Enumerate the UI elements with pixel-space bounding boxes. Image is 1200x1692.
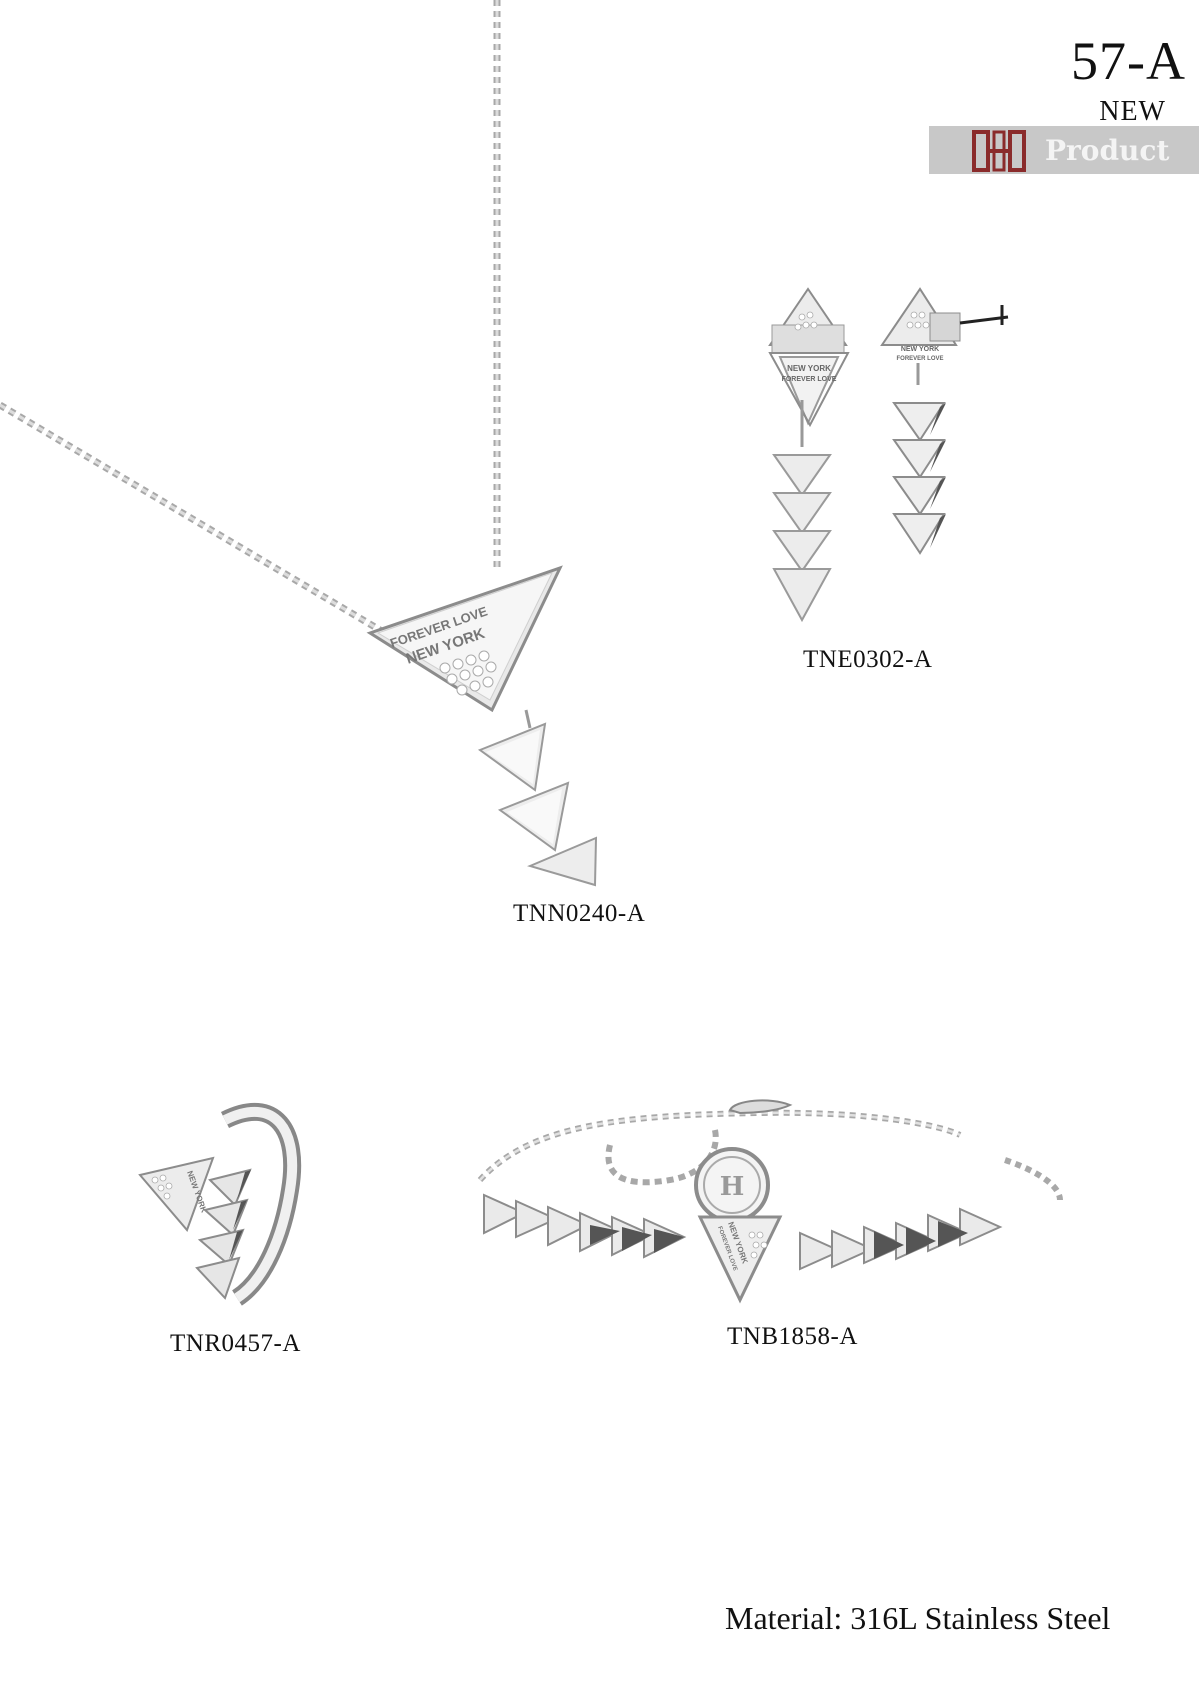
svg-text:H: H: [720, 1172, 745, 1202]
svg-text:FOREVER LOVE: FOREVER LOVE: [896, 356, 943, 362]
ring-image: NEW YORK: [138, 1102, 302, 1306]
bracelet-image: H NEW YORK FOREVER LOVE: [477, 1099, 1063, 1304]
new-label: NEW: [1099, 96, 1166, 127]
material-label: Material: 316L Stainless Steel: [725, 1600, 1111, 1636]
product-code-ring: TNR0457-A: [170, 1330, 301, 1357]
product-code-earrings: TNE0302-A: [803, 646, 933, 673]
product-code-bracelet: TNB1858-A: [727, 1323, 858, 1350]
earrings-image: NEW YORK FOREVER LOVE NEW YORK FOREVER L…: [768, 287, 1009, 623]
svg-text:NEW YORK: NEW YORK: [901, 346, 939, 353]
svg-text:NEW YORK: NEW YORK: [787, 364, 831, 373]
necklace-image: FOREVER LOVE NEW YORK: [0, 0, 598, 887]
hi-monogram-logo-icon: [972, 130, 1026, 172]
page-code: 57-A: [1071, 31, 1186, 91]
product-code-necklace: TNN0240-A: [513, 900, 646, 927]
product-label: Product: [1045, 134, 1170, 167]
svg-text:FOREVER LOVE: FOREVER LOVE: [782, 376, 837, 383]
